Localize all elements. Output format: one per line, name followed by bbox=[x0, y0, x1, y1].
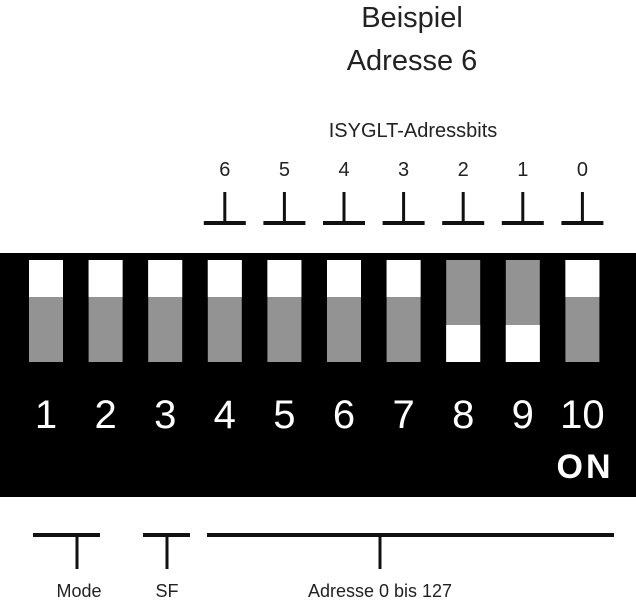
switch-number: 1 bbox=[35, 393, 57, 437]
bit-marker: 2 bbox=[442, 159, 485, 225]
title-line1: Beispiel bbox=[361, 2, 463, 34]
switch-number: 10 bbox=[560, 393, 605, 437]
dip-switch-3[interactable]: 3 bbox=[148, 260, 183, 437]
bit-marker: 4 bbox=[323, 159, 365, 225]
switch-number: 6 bbox=[333, 393, 355, 437]
switch-lever[interactable] bbox=[386, 260, 421, 297]
switch-lever[interactable] bbox=[446, 325, 481, 362]
bit-marker: 1 bbox=[501, 159, 544, 225]
dip-switch-8[interactable]: 8 bbox=[446, 260, 481, 437]
bit-marker: 3 bbox=[382, 159, 425, 225]
bit-label: 6 bbox=[219, 159, 230, 181]
switch-number: 8 bbox=[452, 393, 474, 437]
dip-switch-5[interactable]: 5 bbox=[267, 260, 302, 437]
switch-lever[interactable] bbox=[327, 260, 361, 297]
switch-lever[interactable] bbox=[505, 325, 540, 362]
dip-switch-1[interactable]: 1 bbox=[29, 260, 63, 437]
switch-number: 9 bbox=[512, 393, 534, 437]
on-label: ON bbox=[557, 448, 614, 486]
group-brackets: Mode SF Adresse 0 bis 127 bbox=[33, 533, 614, 600]
switch-number: 2 bbox=[94, 393, 116, 437]
dip-switch-6[interactable]: 6 bbox=[327, 260, 361, 437]
switch-lever[interactable] bbox=[88, 260, 123, 297]
dip-switch-7[interactable]: 7 bbox=[386, 260, 421, 437]
group-label-address: Adresse 0 bis 127 bbox=[308, 581, 452, 600]
dip-switch-2[interactable]: 2 bbox=[88, 260, 123, 437]
bits-label: ISYGLT-Adressbits bbox=[329, 120, 498, 142]
switch-lever[interactable] bbox=[267, 260, 302, 297]
switch-lever[interactable] bbox=[207, 260, 242, 297]
bit-markers: 6 5 4 3 2 1 0 bbox=[203, 159, 604, 225]
bit-label: 2 bbox=[458, 159, 469, 181]
dip-switch-10[interactable]: 10 bbox=[560, 260, 605, 437]
group-label-mode: Mode bbox=[56, 581, 101, 600]
switch-lever[interactable] bbox=[29, 260, 63, 297]
bit-marker: 6 bbox=[203, 159, 246, 225]
group-mode: Mode bbox=[33, 533, 102, 600]
group-label-sf: SF bbox=[155, 581, 178, 600]
bit-label: 1 bbox=[517, 159, 528, 181]
switch-lever[interactable] bbox=[565, 260, 600, 297]
bit-marker: 5 bbox=[263, 159, 306, 225]
group-address: Adresse 0 bis 127 bbox=[207, 533, 614, 600]
dip-switch-9[interactable]: 9 bbox=[505, 260, 540, 437]
title-line2: Adresse 6 bbox=[347, 45, 478, 77]
switch-number: 3 bbox=[154, 393, 176, 437]
switch-number: 7 bbox=[392, 393, 414, 437]
switch-number: 5 bbox=[273, 393, 295, 437]
switch-lever[interactable] bbox=[148, 260, 183, 297]
bit-label: 0 bbox=[577, 159, 588, 181]
dip-switch-4[interactable]: 4 bbox=[207, 260, 242, 437]
bit-label: 4 bbox=[338, 159, 349, 181]
bit-label: 5 bbox=[279, 159, 290, 181]
bit-label: 3 bbox=[398, 159, 409, 181]
bit-marker: 0 bbox=[561, 159, 604, 225]
switch-number: 4 bbox=[214, 393, 236, 437]
group-sf: SF bbox=[143, 533, 190, 600]
